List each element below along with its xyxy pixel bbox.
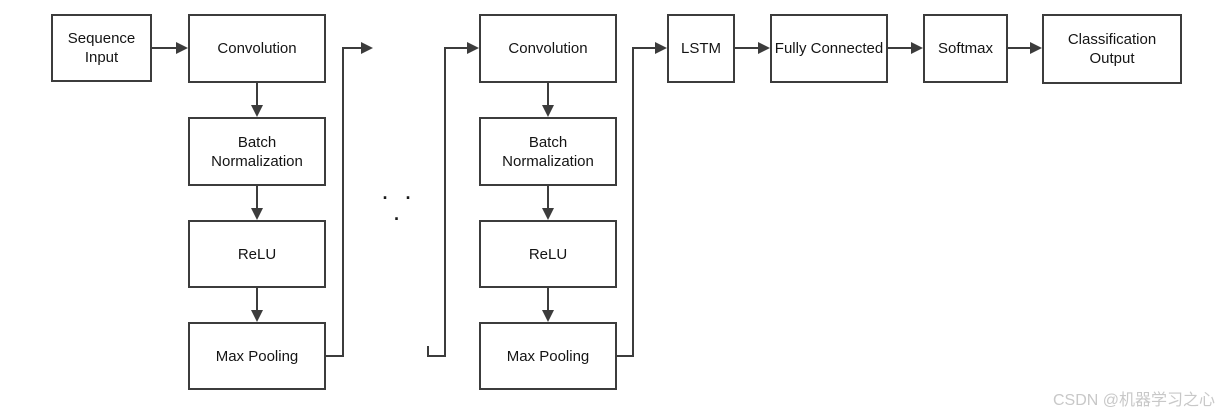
edge-maxpooling2-to-lstm-segment [617,355,634,357]
edge-relu1-to-maxpooling1-line [256,288,258,312]
csdn-watermark: CSDN @机器学习之心 [1052,392,1215,409]
arrow-down-icon [251,208,263,220]
edge-batchnorm2-to-relu2-line [547,186,549,210]
node-max-pooling-2: Max Pooling [479,322,617,390]
edge-maxpooling2-to-lstm-segment [632,47,655,49]
node-softmax: Softmax [923,14,1008,83]
edge-ellipsis-to-convolution2-segment [444,47,467,49]
edge-relu2-to-maxpooling2-line [547,288,549,312]
edge-batchnorm1-to-relu1-line [256,186,258,210]
arrow-right-icon [361,42,373,54]
node-convolution-1: Convolution [188,14,326,83]
edge-softmax-to-output-line [1008,47,1032,49]
node-label: ReLU [237,245,277,263]
edge-lstm-to-fully-connected-line [735,47,760,49]
arrow-right-icon [655,42,667,54]
node-fully-connected: Fully Connected [770,14,888,83]
edge-ellipsis-to-convolution2-segment [427,355,446,357]
edge-convolution2-to-batchnorm2-line [547,83,549,107]
arrow-right-icon [467,42,479,54]
edge-convolution1-to-batchnorm1-line [256,83,258,107]
node-label: ReLU [528,245,568,263]
arrow-right-icon [911,42,923,54]
node-lstm: LSTM [667,14,735,83]
node-classification-output: Classification Output [1042,14,1182,84]
arrow-right-icon [1030,42,1042,54]
node-label: Classification Output [1067,31,1157,67]
node-label: Fully Connected [774,40,884,57]
arrow-down-icon [251,105,263,117]
node-label: Softmax [937,40,994,57]
node-label: LSTM [680,40,721,57]
edge-input-to-convolution1-line [152,47,178,49]
edge-maxpooling1-loop-segment [326,355,344,357]
node-relu-2: ReLU [479,220,617,288]
arrow-right-icon [758,42,770,54]
node-label: Max Pooling [215,347,299,365]
edge-maxpooling1-loop-segment [342,47,363,49]
node-batch-normalization-1: Batch Normalization [188,117,326,186]
node-batch-normalization-2: Batch Normalization [479,117,617,186]
edge-ellipsis-to-convolution2-segment [444,47,446,357]
node-label: Sequence Input [67,30,136,66]
arrow-down-icon [542,208,554,220]
edge-fully-connected-to-softmax-line [888,47,913,49]
edge-maxpooling2-to-lstm-segment [632,47,634,357]
ellipsis-omitted-layers: · · · [382,188,418,229]
arrow-down-icon [542,310,554,322]
node-max-pooling-1: Max Pooling [188,322,326,390]
node-label: Convolution [217,40,297,57]
edge-maxpooling1-loop-segment [342,47,344,357]
node-label: Convolution [508,40,588,57]
arrow-down-icon [251,310,263,322]
node-sequence-input: Sequence Input [51,14,152,82]
node-label: Batch Normalization [211,133,303,170]
edge-ellipsis-to-convolution2-segment [427,346,429,357]
arrow-down-icon [542,105,554,117]
node-relu-1: ReLU [188,220,326,288]
arrow-right-icon [176,42,188,54]
node-convolution-2: Convolution [479,14,617,83]
node-label: Max Pooling [506,347,590,365]
node-label: Batch Normalization [502,133,594,170]
